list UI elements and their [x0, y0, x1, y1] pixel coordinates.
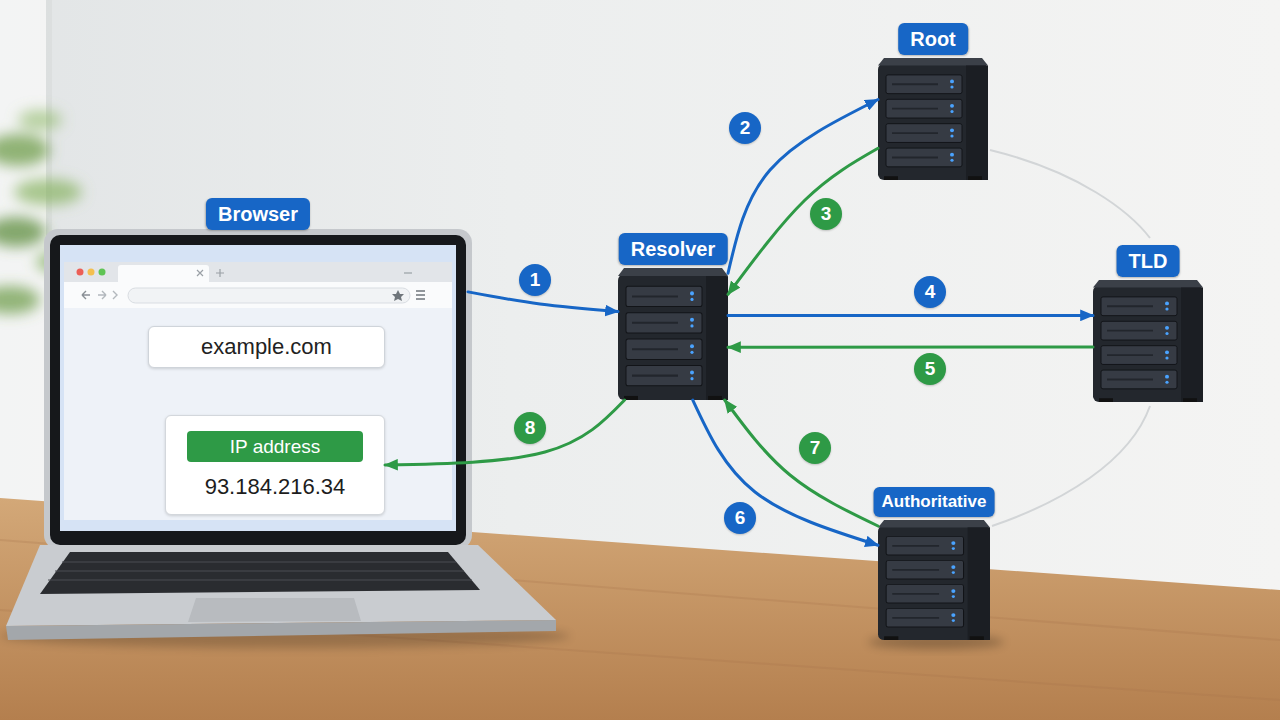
plant-leaf — [18, 110, 62, 130]
server-illustration — [618, 268, 728, 400]
result-heading: IP address — [187, 431, 363, 462]
forward-icon — [98, 291, 106, 299]
menu-icon — [416, 291, 425, 299]
server-illustration — [1093, 280, 1203, 402]
ip-address-value: 93.184.216.34 — [205, 475, 346, 499]
url-text: example.com — [201, 334, 332, 360]
flow-arrow — [728, 99, 878, 273]
step-number: 3 — [810, 198, 842, 230]
flow-arrow — [728, 346, 1093, 349]
server-label: TLD — [1117, 245, 1180, 277]
step-number: 1 — [519, 264, 551, 296]
trackpad — [188, 598, 361, 622]
laptop-browser: Browserexample.comIP address93.184.216.3… — [48, 233, 468, 543]
browser-tabbar — [64, 262, 452, 282]
server-icon — [1093, 280, 1203, 402]
step-number: 6 — [724, 502, 756, 534]
window-control — [404, 272, 412, 273]
device-label: Browser — [206, 198, 310, 230]
server-label: Authoritative — [874, 487, 995, 517]
tab-close — [197, 270, 203, 276]
decor-arc — [992, 406, 1150, 526]
flow-arrow — [693, 400, 878, 545]
ip-result-box: IP address 93.184.216.34 — [165, 415, 385, 515]
window-dot — [99, 269, 106, 276]
flow-arrow — [728, 314, 1093, 317]
server-icon — [878, 520, 990, 640]
keyboard-rows — [48, 562, 472, 580]
server-icon — [878, 58, 988, 180]
server-label: Resolver — [619, 233, 728, 265]
server-node: Root — [878, 58, 988, 180]
reload-icon — [113, 291, 117, 299]
browser-toolbar — [64, 282, 452, 308]
server-node: TLD — [1093, 280, 1203, 402]
plant-leaf — [14, 179, 82, 205]
plant-leaf — [0, 286, 40, 314]
window-light — [0, 0, 46, 510]
browser-window — [64, 262, 452, 520]
flow-arrow — [725, 400, 878, 526]
server-icon — [618, 268, 728, 400]
decor-arc — [990, 150, 1150, 238]
step-number: 8 — [514, 412, 546, 444]
step-number: 2 — [729, 112, 761, 144]
browser-tab — [118, 265, 209, 282]
plant-leaf — [0, 217, 46, 247]
laptop-screen — [60, 245, 456, 531]
flow-arrow — [468, 292, 618, 312]
server-node: Resolver — [618, 268, 728, 400]
address-bar — [128, 288, 410, 303]
laptop-edge — [6, 620, 556, 640]
flow-arrow — [385, 400, 625, 465]
server-label: Root — [898, 23, 968, 55]
bookmark-star — [392, 290, 404, 301]
step-number: 7 — [799, 432, 831, 464]
flow-arrow — [728, 148, 878, 294]
window-dot — [88, 269, 95, 276]
laptop-base — [6, 545, 556, 626]
wood-grain — [0, 540, 1280, 700]
back-icon — [82, 291, 90, 299]
keyboard — [40, 552, 480, 594]
step-number: 4 — [914, 276, 946, 308]
laptop-lid — [44, 229, 472, 549]
window-dot — [77, 269, 84, 276]
server-node: Authoritative — [878, 520, 990, 640]
new-tab — [216, 269, 224, 277]
laptop-bezel — [50, 235, 466, 545]
step-number: 5 — [914, 353, 946, 385]
url-box: example.com — [148, 326, 385, 368]
server-illustration — [878, 520, 990, 640]
server-illustration — [878, 58, 988, 180]
plant-leaf — [0, 134, 50, 166]
